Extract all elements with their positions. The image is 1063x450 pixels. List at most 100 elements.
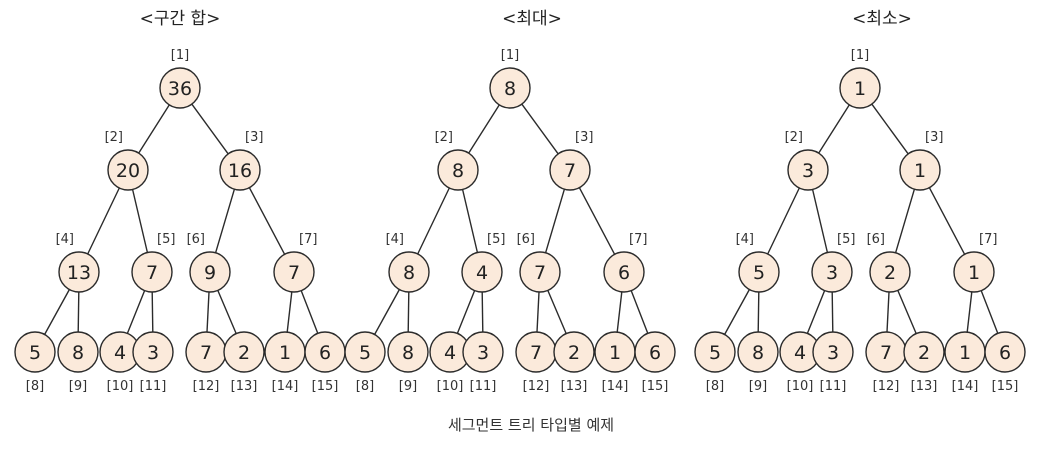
sum-tree-node-index: [10] — [107, 379, 134, 394]
min-tree-node-value: 4 — [794, 342, 806, 364]
max-tree-edge — [481, 291, 484, 333]
sum-tree-edge — [214, 189, 236, 253]
min-tree-edge — [886, 291, 890, 333]
min-tree-node — [903, 331, 945, 373]
min-tree-node-value: 6 — [999, 342, 1011, 364]
max-tree-node — [634, 331, 676, 373]
min-tree-node-index: [11] — [820, 379, 847, 394]
sum-tree-node-value: 7 — [288, 262, 300, 284]
min-tree-edge — [831, 291, 834, 333]
min-tree-edge — [894, 189, 916, 253]
min-tree-edge — [928, 187, 966, 255]
min-tree-node-index: [7] — [979, 232, 997, 247]
min-tree-node-value: 3 — [827, 342, 839, 364]
max-tree-node-index: [2] — [435, 130, 453, 145]
sum-tree-node-index: [1] — [171, 48, 189, 63]
min-tree-title: <최소> — [852, 9, 912, 29]
max-tree-edge — [616, 291, 623, 333]
sum-tree-node — [273, 251, 315, 293]
sum-tree-node — [223, 331, 265, 373]
min-tree-node-value: 3 — [826, 262, 838, 284]
sum-tree-edge — [286, 291, 293, 333]
max-tree-edge — [630, 290, 649, 334]
min-tree-node-value: 1 — [854, 78, 866, 100]
min-tree-node-value: 8 — [752, 342, 764, 364]
sum-tree-title: <구간 합> — [140, 9, 221, 29]
max-tree-edge — [547, 290, 567, 334]
min-tree-node-value: 7 — [880, 342, 892, 364]
max-tree-node-index: [4] — [386, 232, 404, 247]
max-tree-node — [387, 331, 429, 373]
max-tree-title: <최대> — [502, 9, 562, 29]
max-tree-edge — [578, 187, 616, 255]
max-tree-node-value: 8 — [402, 342, 414, 364]
max-tree-node-value: 4 — [444, 342, 456, 364]
sum-tree-edge — [248, 187, 286, 255]
max-tree-node — [603, 251, 645, 293]
sum-tree-node-index: [3] — [245, 130, 263, 145]
min-tree-node-index: [14] — [952, 379, 979, 394]
min-tree-edge — [897, 290, 917, 334]
max-tree-node-value: 4 — [476, 262, 488, 284]
sum-tree-edge — [151, 291, 154, 333]
max-tree-edge — [544, 189, 566, 253]
max-tree-node-index: [11] — [470, 379, 497, 394]
min-tree-node — [738, 251, 780, 293]
max-tree-node-index: [14] — [602, 379, 629, 394]
max-tree-node-value: 8 — [504, 78, 516, 100]
sum-tree-node — [107, 149, 149, 191]
sum-tree-node-value: 6 — [319, 342, 331, 364]
min-tree-edge — [980, 290, 999, 334]
sum-tree-node-index: [11] — [140, 379, 167, 394]
sum-tree-node — [58, 251, 100, 293]
sum-tree-node-index: [13] — [231, 379, 258, 394]
min-tree-node — [737, 331, 779, 373]
max-tree-edge — [456, 290, 476, 334]
max-tree-node — [461, 251, 503, 293]
min-tree-edge — [767, 187, 800, 255]
min-tree-node — [694, 331, 736, 373]
max-tree-node — [388, 251, 430, 293]
min-tree-node — [811, 251, 853, 293]
sum-tree-node-value: 7 — [146, 262, 158, 284]
min-tree-node — [953, 251, 995, 293]
min-tree-node-value: 1 — [968, 262, 980, 284]
sum-tree-node-value: 1 — [279, 342, 291, 364]
max-tree-edge — [468, 104, 500, 154]
sum-tree-node-value: 2 — [238, 342, 250, 364]
max-tree-node-index: [9] — [399, 379, 417, 394]
sum-tree-edge — [138, 104, 170, 154]
max-tree-node-value: 2 — [568, 342, 580, 364]
max-tree-edge — [461, 189, 479, 253]
min-tree-node-value: 5 — [709, 342, 721, 364]
min-tree-node-index: [4] — [736, 232, 754, 247]
sum-tree-edge — [191, 103, 229, 155]
sum-tree-node-index: [9] — [69, 379, 87, 394]
max-tree-node-index: [8] — [356, 379, 374, 394]
max-tree-edge — [536, 291, 540, 333]
sum-tree-node-index: [8] — [26, 379, 44, 394]
min-tree-node — [812, 331, 854, 373]
sum-tree-node-value: 3 — [147, 342, 159, 364]
max-tree-edge — [407, 291, 410, 333]
figure-caption: 세그먼트 트리 타입별 예제 — [448, 416, 614, 434]
min-tree-edge — [966, 291, 973, 333]
min-tree-node — [839, 67, 881, 109]
sum-tree-node-value: 8 — [72, 342, 84, 364]
min-tree-node-value: 1 — [914, 160, 926, 182]
sum-tree-edge — [43, 289, 71, 335]
min-tree-node — [899, 149, 941, 191]
max-tree-node-value: 6 — [618, 262, 630, 284]
min-tree-node-index: [2] — [785, 130, 803, 145]
min-tree-node-value: 1 — [959, 342, 971, 364]
sum-tree-node-index: [6] — [187, 232, 205, 247]
max-tree-node-index: [1] — [501, 48, 519, 63]
min-tree-edge — [818, 104, 850, 154]
max-tree-node — [344, 331, 386, 373]
max-tree-node-index: [12] — [523, 379, 550, 394]
max-tree-node — [489, 67, 531, 109]
sum-tree-node-index: [15] — [312, 379, 339, 394]
min-tree-node — [984, 331, 1026, 373]
max-tree-edge — [373, 289, 401, 335]
